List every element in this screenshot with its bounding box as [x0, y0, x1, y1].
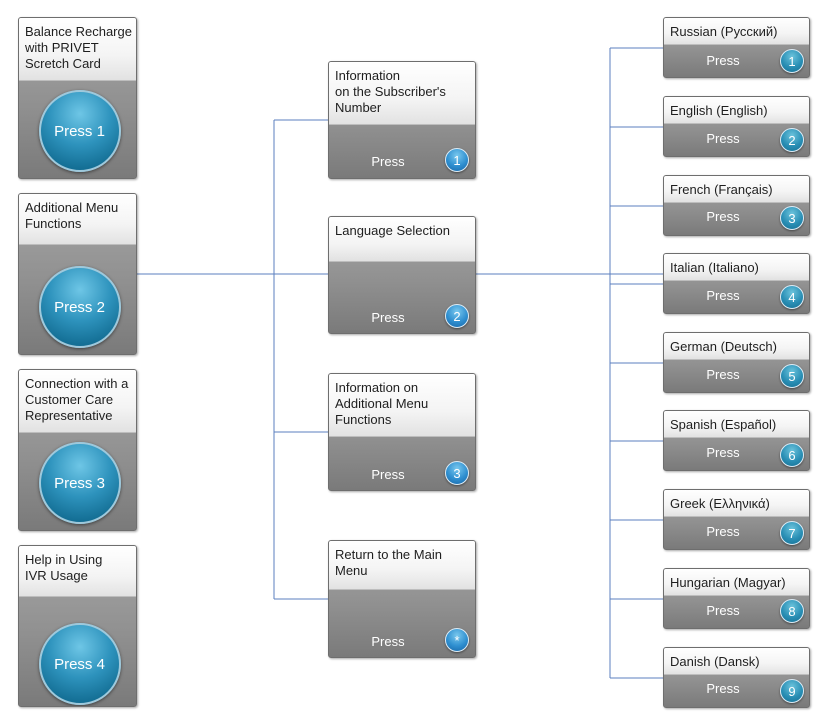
key-3-badge[interactable]: 3	[445, 461, 469, 485]
language-card-italian[interactable]: Italian (Italiano) Press 4	[663, 253, 810, 314]
submenu-title: Information on Additional Menu Functions	[335, 380, 429, 427]
press-4-button[interactable]: Press 4	[38, 623, 121, 705]
press-label: Press	[706, 681, 740, 696]
press-1-button[interactable]: Press 1	[38, 90, 121, 172]
language-title: Greek (Ελληνικά)	[670, 496, 770, 511]
main-menu-card-balance-recharge: Balance Recharge with PRIVET Scretch Car…	[18, 17, 137, 179]
main-menu-card-additional-menu: Additional Menu Functions Press 2	[18, 193, 137, 355]
language-title: English (English)	[670, 103, 768, 118]
language-key-1-badge[interactable]: 1	[780, 49, 804, 73]
main-menu-title: Additional Menu Functions	[25, 200, 119, 231]
language-title: Russian (Русский)	[670, 24, 778, 39]
language-card-hungarian[interactable]: Hungarian (Magyar) Press 8	[663, 568, 810, 629]
submenu-card-language-selection[interactable]: Language Selection Press 2	[328, 216, 476, 334]
language-title: Italian (Italiano)	[670, 260, 759, 275]
language-key-8-badge[interactable]: 8	[780, 599, 804, 623]
submenu-title: Information on the Subscriber's Number	[335, 68, 446, 115]
main-menu-title: Connection with a Customer Care Represen…	[25, 376, 129, 423]
press-label: Press	[706, 131, 740, 146]
press-label: Press	[706, 209, 740, 224]
submenu-title: Return to the Main Menu	[335, 547, 442, 578]
key-2-badge[interactable]: 2	[445, 304, 469, 328]
language-title: Spanish (Español)	[670, 417, 777, 432]
press-2-button[interactable]: Press 2	[38, 266, 121, 348]
press-label: Press	[706, 603, 740, 618]
submenu-card-return-main[interactable]: Return to the Main Menu Press *	[328, 540, 476, 658]
press-label: Press	[371, 310, 405, 325]
main-menu-title: Balance Recharge with PRIVET Scretch Car…	[25, 24, 132, 71]
press-label: Press	[706, 445, 740, 460]
press-label: Press	[706, 53, 740, 68]
language-card-german[interactable]: German (Deutsch) Press 5	[663, 332, 810, 393]
press-label: Press	[706, 524, 740, 539]
submenu-card-subscriber-info[interactable]: Information on the Subscriber's Number P…	[328, 61, 476, 179]
press-label: Press	[706, 367, 740, 382]
language-key-9-badge[interactable]: 9	[780, 679, 804, 703]
language-card-english[interactable]: English (English) Press 2	[663, 96, 810, 157]
language-key-6-badge[interactable]: 6	[780, 443, 804, 467]
key-1-badge[interactable]: 1	[445, 148, 469, 172]
press-label: Press	[371, 634, 405, 649]
language-key-3-badge[interactable]: 3	[780, 206, 804, 230]
main-menu-title: Help in Using IVR Usage	[25, 552, 103, 583]
key-star-badge[interactable]: *	[445, 628, 469, 652]
press-label: Press	[371, 467, 405, 482]
press-3-button[interactable]: Press 3	[38, 442, 121, 524]
language-card-russian[interactable]: Russian (Русский) Press 1	[663, 17, 810, 78]
language-key-5-badge[interactable]: 5	[780, 364, 804, 388]
language-card-greek[interactable]: Greek (Ελληνικά) Press 7	[663, 489, 810, 550]
language-title: French (Français)	[670, 182, 773, 197]
language-key-4-badge[interactable]: 4	[780, 285, 804, 309]
language-card-spanish[interactable]: Spanish (Español) Press 6	[663, 410, 810, 471]
press-label: Press	[706, 288, 740, 303]
language-key-7-badge[interactable]: 7	[780, 521, 804, 545]
language-title: German (Deutsch)	[670, 339, 777, 354]
language-title: Hungarian (Magyar)	[670, 575, 786, 590]
language-key-2-badge[interactable]: 2	[780, 128, 804, 152]
language-card-danish[interactable]: Danish (Dansk) Press 9	[663, 647, 810, 708]
language-title: Danish (Dansk)	[670, 654, 760, 669]
press-label: Press	[371, 154, 405, 169]
language-card-french[interactable]: French (Français) Press 3	[663, 175, 810, 236]
main-menu-card-ivr-help: Help in Using IVR Usage Press 4	[18, 545, 137, 707]
main-menu-card-customer-care: Connection with a Customer Care Represen…	[18, 369, 137, 531]
submenu-title: Language Selection	[335, 223, 450, 238]
submenu-card-additional-functions[interactable]: Information on Additional Menu Functions…	[328, 373, 476, 491]
